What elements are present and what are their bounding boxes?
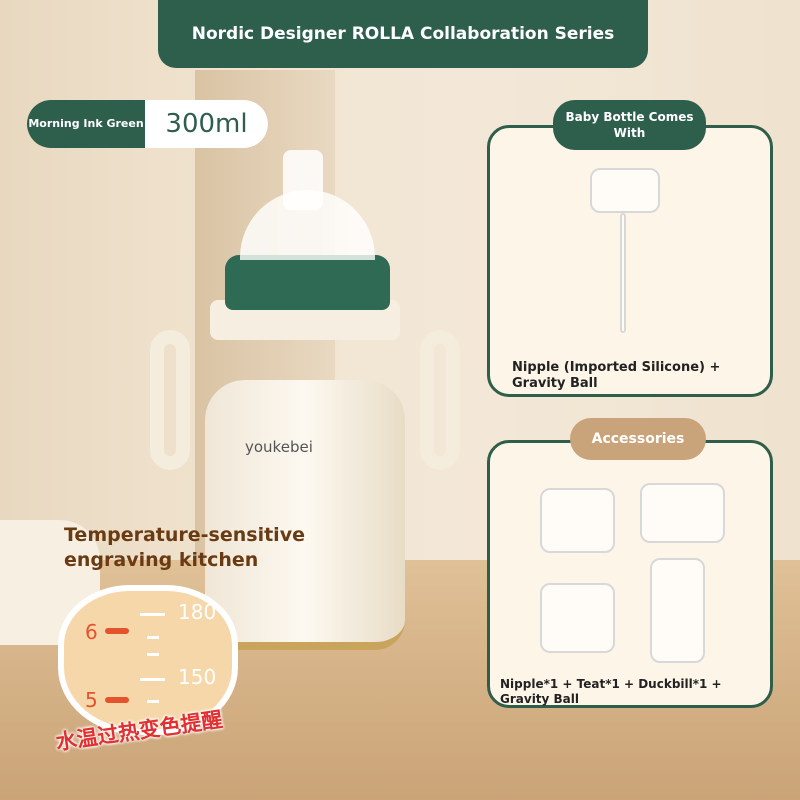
tick <box>147 636 159 639</box>
accessories-caption: Nipple*1 + Teat*1 + Duckbill*1 + Gravity… <box>500 677 722 706</box>
bottle-body <box>205 380 405 650</box>
included-caption: Nipple (Imported Silicone) + Gravity Bal… <box>512 360 721 391</box>
nipple-image <box>590 168 660 213</box>
duckbill-image <box>640 483 725 543</box>
accessories-tab: Accessories <box>570 418 706 460</box>
nipple-image <box>540 488 615 553</box>
accessories-card: Nipple*1 + Teat*1 + Duckbill*1 + Gravity… <box>487 440 773 708</box>
tick <box>140 613 165 616</box>
red-mark <box>105 628 129 634</box>
temperature-scale <box>58 585 238 735</box>
tick <box>140 678 165 681</box>
banner-title: Nordic Designer ROLLA Collaboration Seri… <box>191 24 615 44</box>
bottle-collar <box>225 255 390 310</box>
scale-left-6: 6 <box>85 620 98 644</box>
scale-right-150: 150 <box>178 665 217 689</box>
left-handle <box>150 330 190 470</box>
right-handle <box>420 330 460 470</box>
gravity-straw-image <box>620 213 626 333</box>
capacity: 300ml <box>145 100 268 148</box>
scale-left-5: 5 <box>85 688 98 712</box>
straw-tip <box>283 150 323 210</box>
series-banner: Nordic Designer ROLLA Collaboration Seri… <box>158 0 648 68</box>
scale-right-180: 180 <box>178 600 217 624</box>
temperature-title: Temperature-sensitive engraving kitchen <box>64 524 305 571</box>
brand-label: youkebei <box>245 438 313 456</box>
gravity-ball-image <box>650 558 705 663</box>
included-tab: Baby Bottle Comes With <box>553 100 706 150</box>
tick <box>147 700 159 703</box>
red-mark <box>105 697 129 703</box>
color-name: Morning Ink Green <box>27 100 145 148</box>
included-card: Nipple (Imported Silicone) + Gravity Bal… <box>487 125 773 397</box>
color-capacity-badge: Morning Ink Green 300ml <box>27 100 268 148</box>
teat-image <box>540 583 615 653</box>
tick <box>147 653 159 656</box>
